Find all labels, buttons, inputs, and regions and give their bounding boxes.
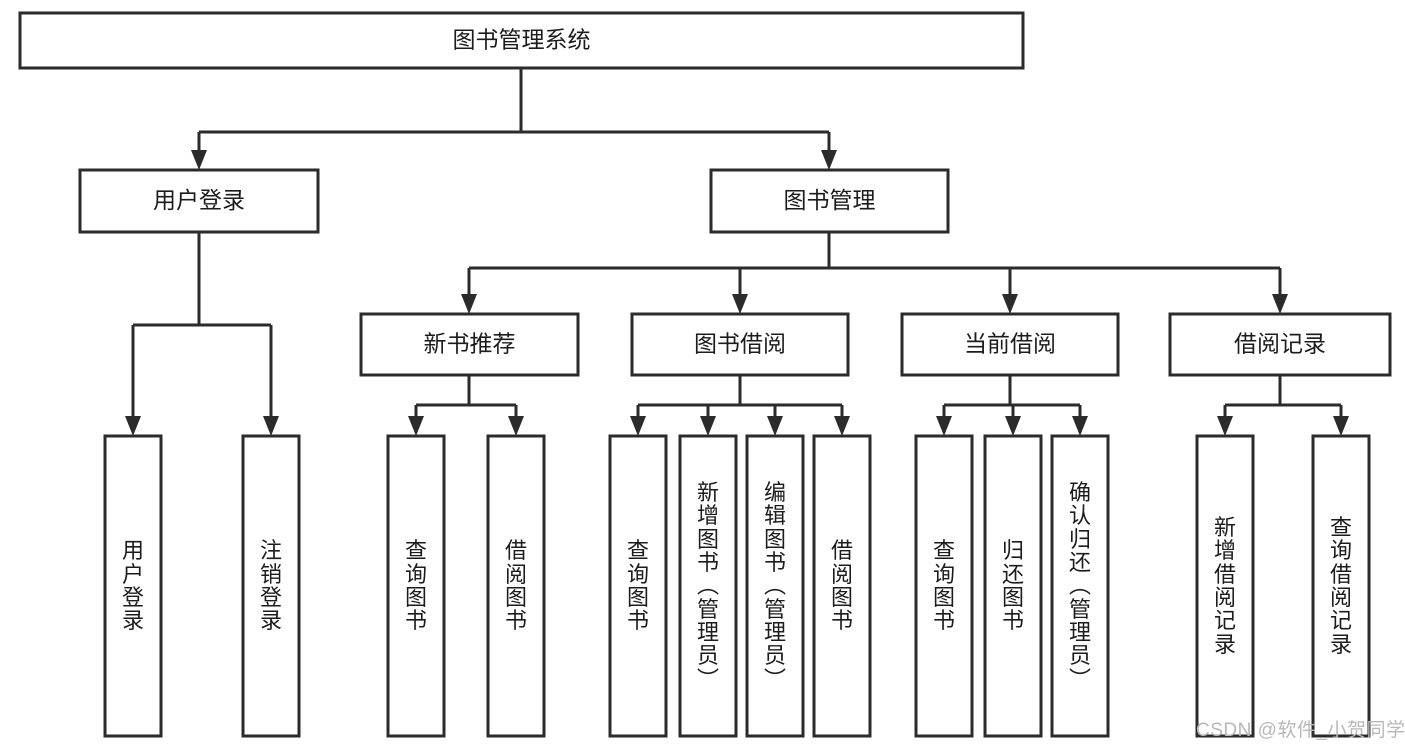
arrow-down-icon-level3-0 xyxy=(461,294,477,314)
node-box-leaf-user-login[interactable] xyxy=(103,434,163,738)
node-label-user-login: 用户登录 xyxy=(153,187,245,213)
arrow-down-icon-leaf-2-2 xyxy=(1072,416,1088,436)
arrow-down-icon-userlogin-0 xyxy=(125,416,141,436)
arrow-down-icon-level3-3 xyxy=(1272,294,1288,314)
node-box-leaf-borrow-book-1[interactable] xyxy=(486,434,546,738)
node-box-borrow-record[interactable] xyxy=(1168,312,1392,377)
node-box-leaf-edit-book-admin[interactable] xyxy=(745,434,805,738)
node-box-new-book-recommend[interactable] xyxy=(359,312,580,377)
node-box-leaf-borrow-book-2[interactable] xyxy=(812,434,872,738)
node-box-leaf-query-book-2[interactable] xyxy=(608,434,668,738)
node-box-leaf-logout-login[interactable] xyxy=(241,434,301,738)
node-label-book-management: 图书管理 xyxy=(784,187,876,213)
node-box-user-login[interactable] xyxy=(78,168,320,234)
node-box-leaf-confirm-return-admin[interactable] xyxy=(1050,434,1110,738)
node-label-root: 图书管理系统 xyxy=(453,27,591,53)
arrow-down-icon-leaf-0-1 xyxy=(508,416,524,436)
arrow-down-icon-level2-1 xyxy=(821,150,837,170)
node-box-leaf-return-book[interactable] xyxy=(983,434,1043,738)
arrow-down-icon-leaf-3-0 xyxy=(1217,416,1233,436)
node-label-current-borrow: 当前借阅 xyxy=(964,331,1056,357)
node-box-leaf-query-book-1[interactable] xyxy=(386,434,446,738)
arrow-down-icon-level3-1 xyxy=(732,294,748,314)
arrow-down-icon-leaf-1-2 xyxy=(767,416,783,436)
node-label-borrow-record: 借阅记录 xyxy=(1234,331,1326,357)
arrow-down-icon-leaf-2-0 xyxy=(936,416,952,436)
arrow-down-icon-leaf-0-0 xyxy=(408,416,424,436)
arrow-down-icon-leaf-2-1 xyxy=(1005,416,1021,436)
arrow-down-icon-leaf-1-0 xyxy=(630,416,646,436)
arrow-down-icon-leaf-3-1 xyxy=(1333,416,1349,436)
node-box-leaf-add-book-admin[interactable] xyxy=(678,434,738,738)
arrow-down-icon-level3-2 xyxy=(1002,294,1018,314)
csdn-watermark: CSDN @软件_小贺同学 xyxy=(1196,720,1405,741)
connectors-layer xyxy=(125,68,1349,436)
arrow-down-icon-level2-0 xyxy=(191,150,207,170)
node-box-root[interactable] xyxy=(18,11,1025,70)
node-box-leaf-query-book-3[interactable] xyxy=(914,434,974,738)
node-label-new-book-recommend: 新书推荐 xyxy=(424,331,516,357)
node-box-leaf-add-borrow-record[interactable] xyxy=(1195,434,1255,738)
node-box-current-borrow[interactable] xyxy=(900,312,1120,377)
arrow-down-icon-leaf-1-3 xyxy=(834,416,850,436)
node-box-book-borrow[interactable] xyxy=(630,312,850,377)
arrow-down-icon-leaf-1-1 xyxy=(700,416,716,436)
node-box-leaf-query-borrow-record[interactable] xyxy=(1311,434,1371,738)
arrow-down-icon-userlogin-1 xyxy=(263,416,279,436)
node-box-book-management[interactable] xyxy=(709,168,950,234)
node-label-book-borrow: 图书借阅 xyxy=(694,331,786,357)
